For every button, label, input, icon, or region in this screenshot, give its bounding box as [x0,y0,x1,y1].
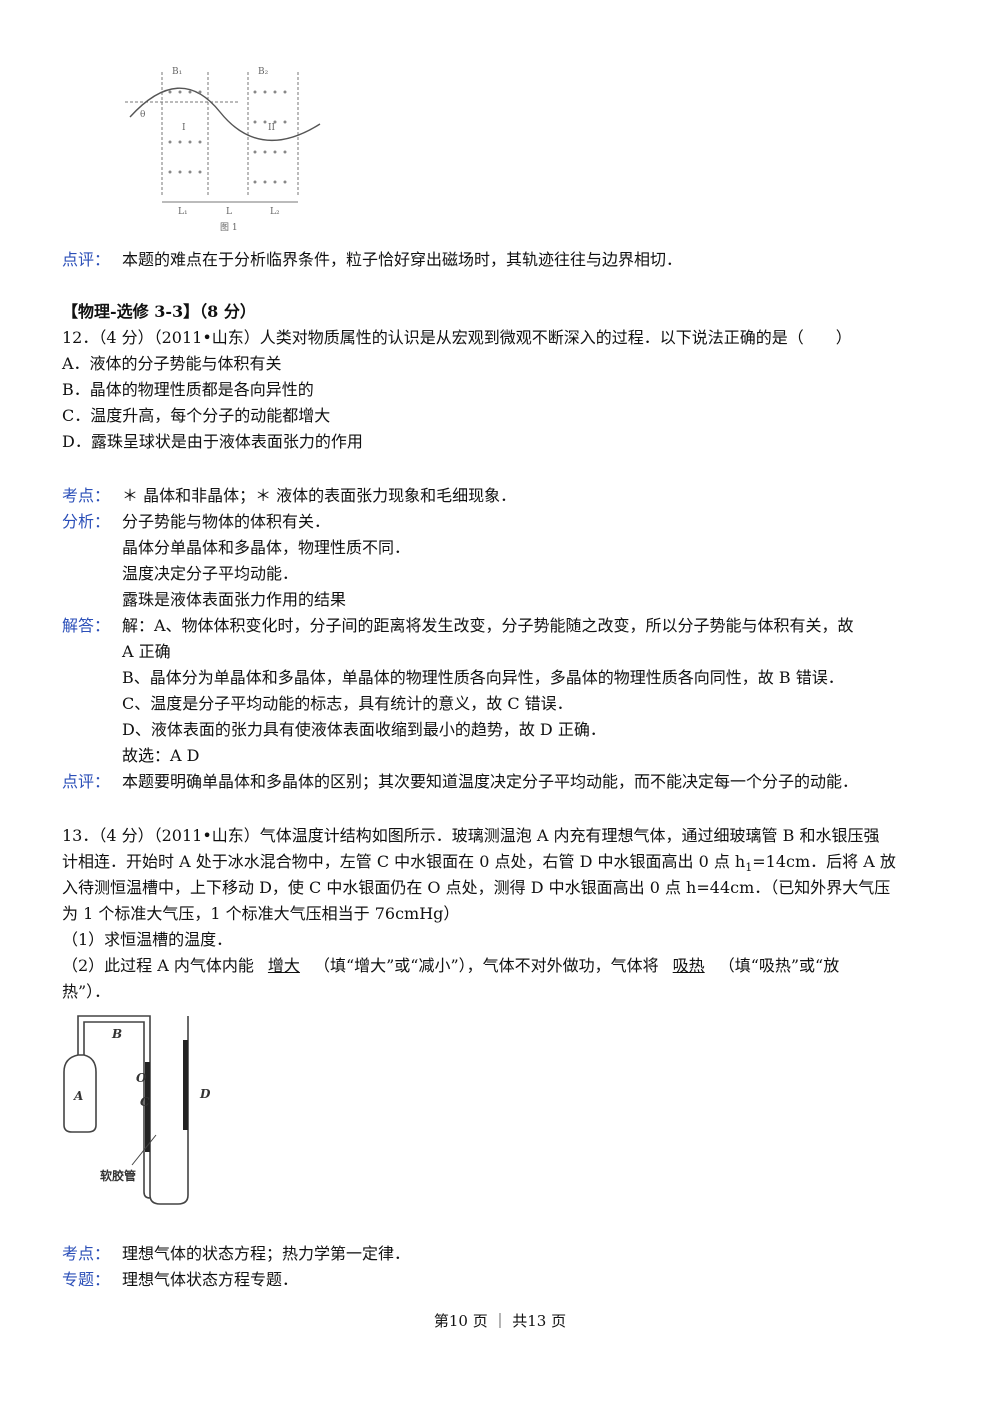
figure-magnetic-field: B₁ B₂ θ I II L₁ L L₂ 图 1 [125,67,321,233]
fig2-label-D: D [199,1087,211,1101]
q12-option-c: C．温度升高，每个分子的动能都增大 [62,406,331,425]
page-footer: 第10 页 ｜ 共13 页 [433,1312,567,1330]
q13-part-2-cont: 热”）． [62,982,111,1001]
fig1-region-I: I [182,123,186,133]
q13-part-2b: （填“增大”或“减小”），气体不对外做功，气体将 [313,956,659,975]
jieda-line: B、晶体分为单晶体和多晶体，单晶体的物理性质各向异性，多晶体的物理性质各向同性，… [122,668,844,687]
q13-line-4: 为 1 个标准大气压，1 个标准大气压相当于 76cmHg） [62,904,460,923]
kaodian-text: ＊ 晶体和非晶体；＊ 液体的表面张力现象和毛细现象． [122,486,517,505]
q13-zhuanti: 专题： 理想气体状态方程专题． [62,1270,298,1290]
mercury-d [183,1040,188,1130]
mercury-c [145,1062,150,1152]
q12-option-a: A．液体的分子势能与体积有关 [62,354,282,373]
fig2-label-B: B [111,1027,122,1041]
q13-kaodian: 考点： 理想气体的状态方程；热力学第一定律． [62,1244,410,1264]
comment-text: 本题的难点在于分析临界条件，粒子恰好穿出磁场时，其轨迹往往与边界相切． [122,250,683,269]
q13-part-1: （1）求恒温槽的温度． [62,930,233,949]
q12-jieda: 解答： 解：A、物体体积变化时，分子间的距离将发生改变，分子势能随之改变，所以分子… [62,616,854,636]
fig1-region-II: II [268,123,276,133]
fig1-B1: B₁ [172,67,182,77]
kaodian-label: 考点： [62,486,111,505]
q13-line-3: 入待测恒温槽中，上下移动 D，使 C 中水银面仍在 O 点处，测得 D 中水银面… [62,878,891,897]
fenxi-line: 晶体分单晶体和多晶体，物理性质不同． [122,538,411,557]
answer-blank-2: 吸热 [672,956,705,975]
kaodian-label: 考点： [62,1244,111,1263]
fenxi-line: 分子势能与物体的体积有关． [122,512,331,531]
q13-part-2c: （填“吸热”或“放 [718,956,840,975]
fenxi-line: 温度决定分子平均动能． [122,564,299,583]
q13-part-2a: （2）此过程 A 内气体内能 [62,956,254,975]
q12-option-b: B．晶体的物理性质都是各向异性的 [62,380,314,399]
dianping-text: 本题要明确单晶体和多晶体的区别；其次要知道温度决定分子平均动能，而不能决定每一个… [122,772,859,791]
dianping-label: 点评： [62,772,111,791]
q12-fenxi: 分析： 分子势能与物体的体积有关． [62,512,330,532]
fig1-L: L [226,207,232,217]
jieda-line: C、温度是分子平均动能的标志，具有统计的意义，故 C 错误． [122,694,573,713]
fenxi-label: 分析： [62,512,111,531]
q13-line-2a: 计相连．开始时 A 处于冰水混合物中，左管 C 中水银面在 0 点处，右管 D … [62,852,746,871]
jieda-line: A 正确 [122,642,171,661]
q13-line-2b: =14cm．后将 A 放 [752,852,896,871]
fig1-theta: θ [140,110,145,120]
fig1-B2: B₂ [258,67,269,77]
q13-line-2: 计相连．开始时 A 处于冰水混合物中，左管 C 中水银面在 0 点处，右管 D … [62,852,896,878]
fig1-L1: L₁ [178,207,188,217]
q13-line-1: 13．（4 分）（2011•山东）气体温度计结构如图所示．玻璃测温泡 A 内充有… [62,826,880,845]
q12-stem: 12．（4 分）（2011•山东）人类对物质属性的认识是从宏观到微观不断深入的过… [62,328,852,347]
figure-gas-thermometer: A B O C D 软胶管 [63,1015,211,1205]
jieda-line: 解：A、物体体积变化时，分子间的距离将发生改变，分子势能随之改变，所以分子势能与… [122,616,854,635]
q13-sub: 1 [745,861,753,875]
fig1-caption: 图 1 [220,222,238,233]
q12-kaodian: 考点： ＊ 晶体和非晶体；＊ 液体的表面张力现象和毛细现象． [62,486,516,506]
fig2-label-O: O [136,1071,147,1085]
fig2-label-A: A [73,1089,83,1103]
zhuanti-text: 理想气体状态方程专题． [122,1270,299,1289]
fig2-label-C: C [140,1095,150,1109]
jieda-line: 故选：A D [122,746,200,765]
comment-label: 点评： [62,250,111,269]
section-heading: 【物理-选修 3-3】（8 分） [62,302,256,321]
answer-blank-1: 增大 [267,956,300,975]
fig1-L2: L₂ [270,207,280,217]
comment-1: 点评： 本题的难点在于分析临界条件，粒子恰好穿出磁场时，其轨迹往往与边界相切． [62,250,682,270]
q12-option-d: D．露珠呈球状是由于液体表面张力的作用 [62,432,363,451]
q13-part-2: （2）此过程 A 内气体内能增大 （填“增大”或“减小”），气体不对外做功，气体将… [62,956,839,976]
fig2-hose-label: 软胶管 [100,1168,136,1183]
jieda-line: D、液体表面的张力具有使液体表面收缩到最小的趋势，故 D 正确． [122,720,606,739]
zhuanti-label: 专题： [62,1270,111,1289]
q12-dianping: 点评： 本题要明确单晶体和多晶体的区别；其次要知道温度决定分子平均动能，而不能决定… [62,772,858,792]
kaodian-text: 理想气体的状态方程；热力学第一定律． [122,1244,411,1263]
jieda-label: 解答： [62,616,111,635]
fenxi-line: 露珠是液体表面张力作用的结果 [122,590,347,609]
